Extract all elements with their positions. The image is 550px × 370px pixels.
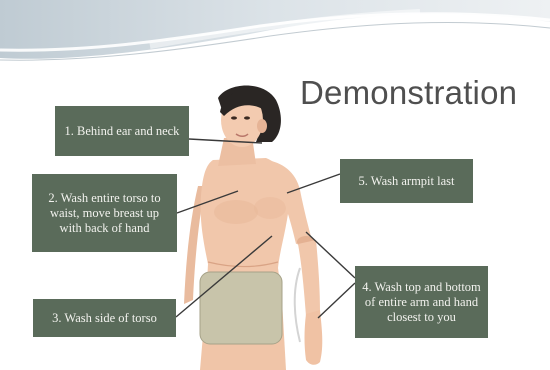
leader-line-4a — [306, 232, 355, 278]
step-5-label: 5. Wash armpit last — [340, 159, 473, 203]
step-4-label: 4. Wash top and bottom of entire arm and… — [355, 266, 488, 338]
leader-line-4b — [318, 283, 355, 318]
leader-line-5 — [287, 174, 340, 193]
leader-line-2 — [177, 191, 238, 213]
leader-line-3 — [176, 236, 272, 317]
step-3-label: 3. Wash side of torso — [33, 299, 176, 337]
leader-line-1 — [189, 139, 262, 143]
step-2-label: 2. Wash entire torso to waist, move brea… — [32, 174, 177, 252]
step-1-label: 1. Behind ear and neck — [55, 106, 189, 156]
